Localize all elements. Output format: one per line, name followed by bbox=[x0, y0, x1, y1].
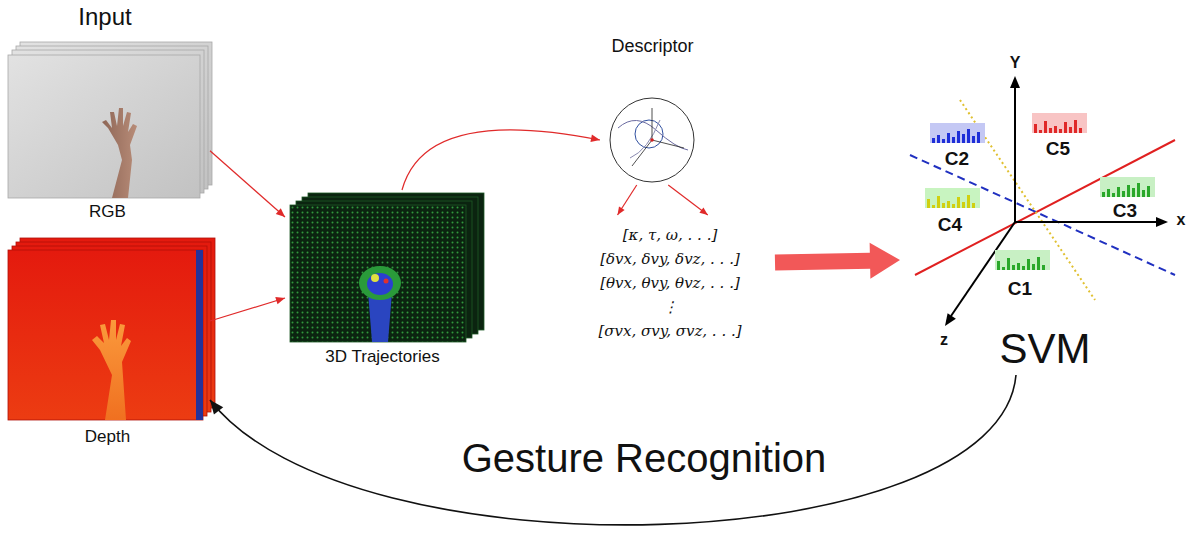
connector-line bbox=[210, 375, 1016, 525]
connector-line bbox=[402, 130, 600, 190]
depth-image-stack: Depth bbox=[5, 235, 210, 450]
descriptor-figure bbox=[610, 98, 694, 182]
connector-line bbox=[668, 185, 708, 215]
node-text: SVM bbox=[999, 325, 1090, 373]
node-text: Depth bbox=[85, 427, 130, 447]
class-label: C2 bbox=[937, 148, 977, 170]
connector-line bbox=[210, 151, 285, 217]
node-text: [κ, τ, ω, . . .] bbox=[623, 223, 718, 247]
connector bbox=[210, 375, 1016, 525]
connector bbox=[618, 185, 637, 215]
svm-plot bbox=[910, 76, 1175, 326]
section-title: Input bbox=[55, 3, 155, 31]
connector bbox=[668, 185, 708, 215]
axis-label: Y bbox=[1003, 54, 1027, 72]
block-arrow-shape bbox=[775, 243, 900, 279]
trajectory-frames bbox=[290, 193, 484, 342]
arrowhead bbox=[275, 297, 285, 304]
node-text: [σvx, σvy, σvz, . . .] bbox=[598, 319, 741, 343]
node-text: [δvx, δvy, δvz, . . .] bbox=[600, 247, 740, 271]
node-text: 3D Trajectories bbox=[325, 347, 439, 367]
arrowhead bbox=[618, 206, 625, 215]
feature-vectors: [κ, τ, ω, . . .][δvx, δvy, δvz, . . .][θ… bbox=[565, 215, 775, 351]
rgb-frames bbox=[8, 42, 212, 198]
connector-line bbox=[618, 185, 637, 215]
block-arrow bbox=[775, 243, 900, 279]
node-text: Descriptor bbox=[611, 35, 693, 57]
axis-label: x bbox=[1170, 211, 1192, 229]
class-label: C5 bbox=[1038, 138, 1078, 160]
axis-label: z bbox=[932, 331, 956, 349]
connector-line bbox=[210, 298, 285, 321]
connector bbox=[210, 151, 285, 217]
class-label: C3 bbox=[1105, 200, 1145, 222]
arrowhead bbox=[276, 208, 285, 217]
arrowhead bbox=[699, 207, 707, 215]
edge-label: Gesture Recognition bbox=[440, 436, 848, 481]
rgb-image-stack: RGB bbox=[5, 38, 210, 226]
connector bbox=[402, 130, 600, 190]
node-text: RGB bbox=[89, 202, 126, 222]
class-label: C4 bbox=[930, 214, 970, 236]
connector bbox=[210, 297, 285, 321]
node-text: [θvx, θvy, θvz, . . .] bbox=[600, 271, 740, 295]
node-text: ⋮ bbox=[663, 295, 678, 319]
arrowhead bbox=[210, 400, 223, 415]
depth-frames bbox=[8, 238, 215, 420]
descriptor-circle: Descriptor bbox=[600, 35, 705, 185]
class-label: C1 bbox=[1000, 278, 1040, 300]
arrowhead bbox=[590, 135, 600, 142]
trajectory-stack: 3D Trajectories bbox=[285, 190, 480, 370]
